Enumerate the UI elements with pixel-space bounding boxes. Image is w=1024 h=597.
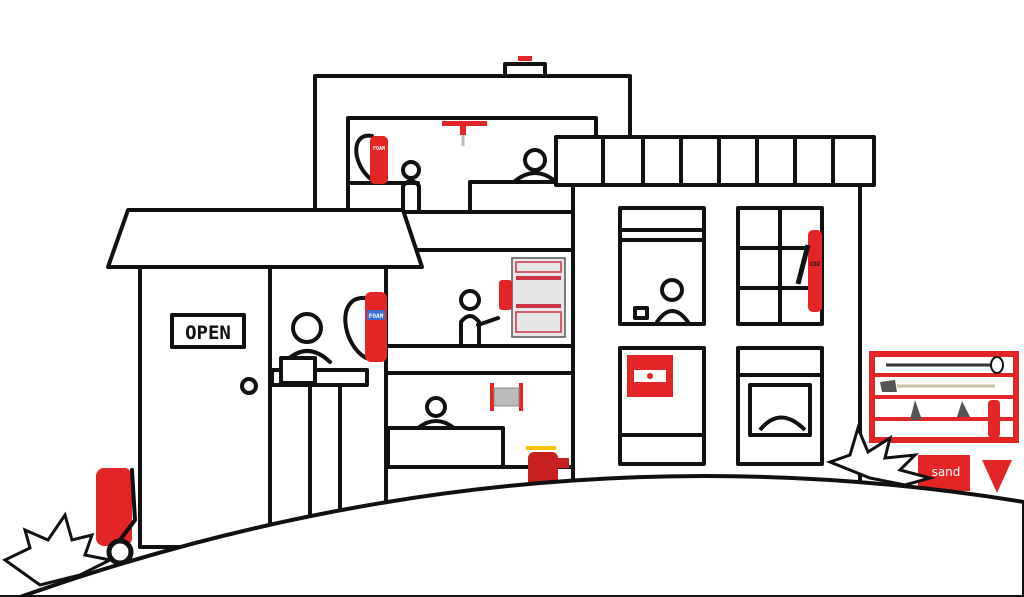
coffee-cup-icon (633, 306, 649, 320)
foam-extinguisher-top: FOAM (354, 133, 388, 184)
person-woman-panel (459, 289, 500, 345)
co2-label: CO2 (810, 261, 821, 268)
fire-equipment-board: sand (869, 351, 1019, 493)
fire-bucket-icon (982, 460, 1012, 493)
wheel-icon (106, 538, 134, 566)
fire-alarm-panel-icon (499, 257, 566, 338)
bush (2, 511, 115, 587)
sprinkler-icon (442, 121, 487, 146)
right-building: CO2 (554, 135, 876, 497)
open-sign: OPEN (170, 313, 246, 349)
window (736, 346, 824, 466)
foam-label: FOAM (373, 146, 385, 152)
window (618, 346, 706, 466)
co2-extinguisher: CO2 (795, 230, 822, 312)
fire-hydrant-icon (526, 446, 569, 487)
person-cashier (279, 312, 332, 385)
axe-icon (910, 400, 922, 420)
person-top-right (513, 148, 557, 183)
bush (825, 423, 936, 487)
window (618, 206, 706, 326)
person-lower-floor (416, 396, 456, 430)
hose-reel-icon (490, 383, 523, 411)
wheeled-extinguisher (96, 468, 137, 566)
foam-label: FOAM (369, 313, 384, 320)
open-sign-text: OPEN (185, 322, 231, 344)
sand-label: sand (932, 465, 961, 479)
shovel-icon (880, 380, 897, 392)
person-top-left (401, 160, 421, 212)
sand-box (918, 455, 970, 491)
shop-building: OPEN FOAM (106, 208, 424, 549)
foam-extinguisher-shop: FOAM (343, 292, 387, 362)
window: CO2 (736, 206, 824, 326)
ground-hill (0, 474, 1024, 597)
door-knob-icon (240, 377, 258, 395)
laptop-icon (279, 356, 317, 385)
roof-handle-icon (503, 56, 547, 78)
